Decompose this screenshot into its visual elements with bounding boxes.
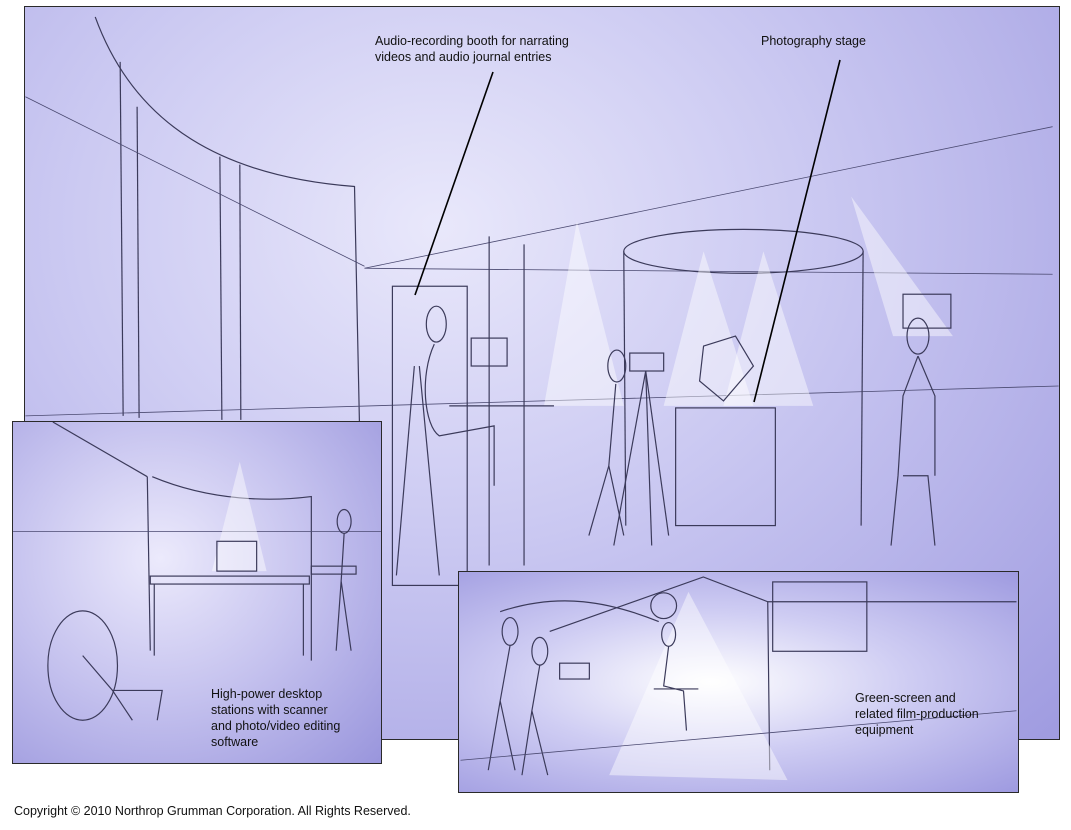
green-screen-inset-drawing (460, 576, 1017, 781)
tripod-camera (629, 352, 665, 372)
green-screen-backdrop (549, 576, 771, 771)
booth-person-figure (425, 305, 447, 343)
audio-booth-label: Audio-recording booth for narrating vide… (375, 34, 569, 64)
photo-stage-ring (623, 228, 864, 274)
photo-stage-table (675, 407, 776, 527)
inset-standing-person (336, 508, 352, 534)
film-camera (559, 662, 590, 680)
copyright-notice: Copyright © 2010 Northrop Grumman Corpor… (14, 804, 411, 818)
desktop-stations-label: High-power desktop stations with scanner… (211, 687, 341, 749)
desktop-stations-inset: High-power desktop stations with scanner… (12, 421, 382, 764)
camera-person-figure (607, 349, 627, 383)
green-screen-label: Green-screen and related film-production… (855, 691, 979, 737)
photo-subject (698, 335, 755, 402)
wall-screen (902, 293, 952, 329)
desktop-table (149, 575, 310, 585)
beanbag-chair (47, 610, 119, 721)
photo-stage-label: Photography stage (761, 34, 866, 48)
standing-person-figure (906, 317, 930, 355)
audio-booth-wall (391, 285, 468, 587)
inset-wall-screen (772, 581, 868, 652)
curved-wall-left (94, 16, 361, 426)
desktop-inset-drawing (13, 422, 381, 721)
side-table (310, 565, 357, 575)
crew-person-1 (501, 616, 519, 646)
desktop-monitor (216, 540, 258, 572)
crew-person-2 (531, 636, 549, 666)
studio-light (650, 592, 678, 620)
green-screen-inset: Green-screen and related film-production… (458, 571, 1019, 793)
